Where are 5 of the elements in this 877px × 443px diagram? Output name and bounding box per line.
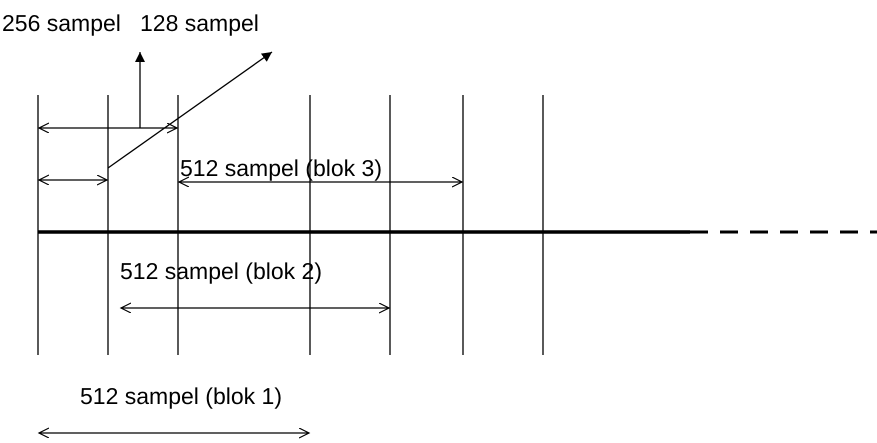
leader-line (135, 52, 145, 128)
dimension-label: 512 sampel (blok 1) (80, 383, 282, 409)
text-label: 256 sampel (2, 10, 121, 36)
text-label: 128 sampel (140, 10, 259, 36)
leader-line (108, 51, 272, 169)
